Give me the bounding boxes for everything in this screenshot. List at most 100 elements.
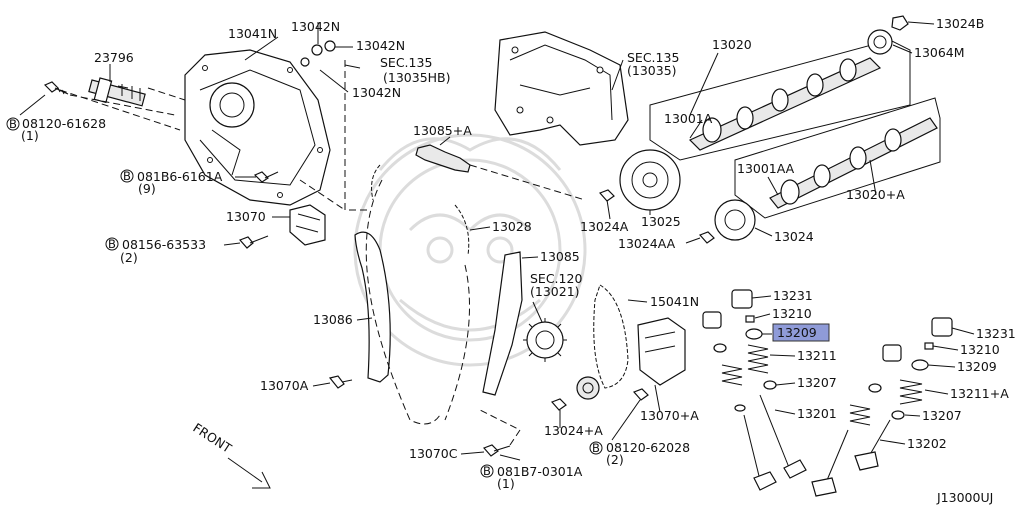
tensioner-13070[interactable]: [289, 204, 326, 246]
valve-lifter-13231-a[interactable]: [702, 289, 753, 329]
label-13231-a[interactable]: 13231: [773, 288, 813, 303]
bolt-13024-plus-A[interactable]: [550, 398, 567, 411]
bolt-13024B[interactable]: [891, 15, 909, 31]
label-13207-b[interactable]: 13207: [922, 408, 962, 423]
label-13024B[interactable]: 13024B: [936, 16, 984, 31]
camshaft-13020[interactable]: [688, 57, 882, 151]
bolt-08156-63533[interactable]: [238, 235, 269, 249]
vtc-solenoid-23796[interactable]: [88, 77, 146, 107]
valve-shim-13210-b[interactable]: [924, 342, 934, 350]
bolt-prefix-3: B: [108, 237, 116, 251]
chain-guide-13085[interactable]: [482, 251, 523, 396]
label-sec135[interactable]: SEC.135: [627, 50, 679, 65]
label-08120-61628-qty: (1): [21, 128, 39, 143]
label-13042N-top[interactable]: 13042N: [291, 19, 340, 34]
label-13202[interactable]: 13202: [907, 436, 947, 451]
camshaft-13020-plus-A[interactable]: [769, 117, 938, 209]
label-081B7-0301A[interactable]: 081B7-0301A: [497, 464, 583, 479]
valve-shim-13210-a[interactable]: [745, 315, 755, 323]
oil-pump-chain-15041N[interactable]: [593, 284, 629, 389]
label-13028[interactable]: 13028: [492, 219, 532, 234]
label-13209-b[interactable]: 13209: [957, 359, 997, 374]
valve-retainer-13209-a[interactable]: [713, 328, 763, 353]
label-sec135-hb[interactable]: SEC.135: [380, 55, 432, 70]
bolt-081B6-6161A[interactable]: [253, 171, 279, 183]
label-08120-62028[interactable]: 08120-62028: [606, 440, 690, 455]
oil-pump-sprocket[interactable]: [576, 376, 600, 400]
valve-spring-13211[interactable]: [721, 344, 769, 386]
label-13024A[interactable]: 13024A: [580, 219, 629, 234]
valve-retainer-13209-b[interactable]: [868, 359, 929, 393]
label-13024-plus-A[interactable]: 13024+A: [544, 423, 603, 438]
label-13024AA[interactable]: 13024AA: [618, 236, 676, 251]
valve-13202[interactable]: [811, 419, 891, 497]
camshaft-box-13020-plus-A[interactable]: [734, 97, 941, 219]
sprocket-13064M[interactable]: [867, 29, 893, 55]
bolt-13024A[interactable]: [598, 189, 615, 202]
label-13085-plus-A[interactable]: 13085+A: [413, 123, 472, 138]
label-13042N-low[interactable]: 13042N: [352, 85, 401, 100]
rear-cover-sec135[interactable]: [494, 31, 629, 146]
label-081B6-6161A[interactable]: 081B6-6161A: [137, 169, 223, 184]
bolt-13070A[interactable]: [328, 375, 353, 389]
label-13211-plus-A[interactable]: 13211+A: [950, 386, 1009, 401]
part-labels: 13041N 13042N 13042N SEC.135 (13035HB) 1…: [6, 16, 1016, 505]
valve-seat-13207-b[interactable]: [891, 410, 905, 420]
label-13231-b[interactable]: 13231: [976, 326, 1016, 341]
label-13070C[interactable]: 13070C: [409, 446, 458, 461]
label-sec120[interactable]: SEC.120: [530, 271, 582, 286]
label-13209-a[interactable]: 13209: [777, 325, 817, 340]
label-13020[interactable]: 13020: [712, 37, 752, 52]
label-13024[interactable]: 13024: [774, 229, 814, 244]
tensioner-13070-plus-A[interactable]: [637, 317, 686, 386]
label-13086[interactable]: 13086: [313, 312, 353, 327]
front-cover-13041N[interactable]: [184, 49, 331, 206]
exhaust-sprocket-13024[interactable]: [714, 199, 756, 241]
valve-13201[interactable]: [743, 394, 807, 491]
label-13085[interactable]: 13085: [540, 249, 580, 264]
label-sec135-hb-code[interactable]: (13035HB): [383, 70, 451, 85]
label-08120-61628[interactable]: 08120-61628: [22, 116, 106, 131]
slack-guide-13086[interactable]: [354, 231, 391, 383]
label-13001A[interactable]: 13001A: [664, 111, 713, 126]
label-13070[interactable]: 13070: [226, 209, 266, 224]
label-23796[interactable]: 23796: [94, 50, 134, 65]
label-08156-63533[interactable]: 08156-63533: [122, 237, 206, 252]
label-13201[interactable]: 13201: [797, 406, 837, 421]
bolt-13024AA[interactable]: [698, 231, 715, 244]
bolt-08120-61628[interactable]: [43, 81, 69, 95]
bolt-081B7-0301A[interactable]: [482, 444, 511, 457]
label-08156-63533-qty: (2): [120, 250, 138, 265]
front-direction-indicator: FRONT: [190, 420, 271, 489]
bolt-symbol-icon: [120, 169, 134, 183]
label-13025[interactable]: 13025: [641, 214, 681, 229]
label-sec120-code[interactable]: (13021): [530, 284, 580, 299]
front-label: FRONT: [190, 420, 234, 456]
upper-chain-13028-left[interactable]: [371, 164, 470, 256]
seal-rings-13042N[interactable]: [300, 40, 336, 67]
label-13210-a[interactable]: 13210: [772, 306, 812, 321]
label-13070-plus-A[interactable]: 13070+A: [640, 408, 699, 423]
intake-vtc-sprocket-13025[interactable]: [619, 149, 681, 211]
label-15041N[interactable]: 15041N: [650, 294, 699, 309]
diagram-code: J13000UJ: [936, 490, 993, 505]
label-13207-a[interactable]: 13207: [797, 375, 837, 390]
crank-sprocket-sec120[interactable]: [523, 318, 567, 362]
label-08120-62028-qty: (2): [606, 452, 624, 467]
valve-lifter-13231-b[interactable]: [882, 317, 953, 362]
label-13042N-mid[interactable]: 13042N: [356, 38, 405, 53]
bolt-08120-62028[interactable]: [632, 388, 649, 401]
label-sec135-code[interactable]: (13035): [627, 63, 677, 78]
label-13020-plus-A[interactable]: 13020+A: [846, 187, 905, 202]
label-13210-b[interactable]: 13210: [960, 342, 1000, 357]
label-13211[interactable]: 13211: [797, 348, 837, 363]
label-13070A[interactable]: 13070A: [260, 378, 309, 393]
label-13001AA[interactable]: 13001AA: [737, 161, 795, 176]
chain-guide-13085-plus-A[interactable]: [415, 144, 471, 173]
bolt-symbol-icon: [105, 237, 119, 251]
timing-chain-main-loop: [365, 179, 470, 425]
label-13041N[interactable]: 13041N: [228, 26, 277, 41]
valve-spring-13211-plus-A[interactable]: [849, 379, 923, 426]
valve-seat-13207-a[interactable]: [734, 380, 777, 412]
label-13064M[interactable]: 13064M: [914, 45, 965, 60]
